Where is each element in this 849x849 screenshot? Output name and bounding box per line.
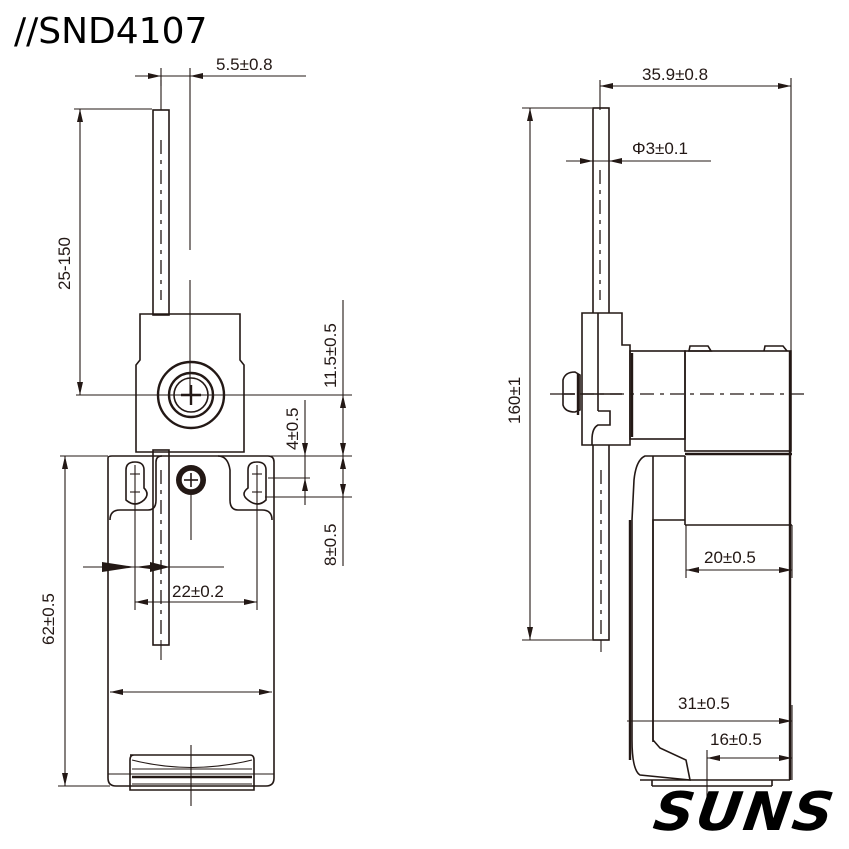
dim-hole-offset: 8±0.5 bbox=[265, 496, 352, 566]
front-view: 5.5±0.8 25-150 11.5±0.5 bbox=[39, 55, 352, 806]
dim-overall-height: 160±1 bbox=[505, 107, 592, 641]
dim-head-depth: 20±0.5 bbox=[685, 525, 793, 578]
dim-head-depth-label: 20±0.5 bbox=[704, 548, 756, 567]
dim-rod-thickness bbox=[83, 562, 224, 572]
dim-hole-offset-label: 8±0.5 bbox=[321, 524, 340, 566]
dim-hole-spacing: 22±0.2 bbox=[135, 582, 257, 605]
dim-hole-offset-top: 4±0.5 bbox=[268, 400, 310, 505]
dim-body-width bbox=[110, 689, 272, 695]
dim-rod-diameter-label: Φ3±0.1 bbox=[632, 139, 688, 158]
dim-base-depth: 16±0.5 bbox=[706, 730, 792, 805]
dim-roller-offset-label: 11.5±0.5 bbox=[321, 323, 340, 388]
dim-overall-depth-label: 35.9±0.8 bbox=[642, 65, 708, 84]
lever-rod bbox=[152, 68, 191, 660]
side-head-body bbox=[629, 345, 792, 454]
dim-rod-width-label: 5.5±0.8 bbox=[216, 55, 273, 74]
dim-hole-offset-top-label: 4±0.5 bbox=[283, 408, 302, 450]
drawing-title: //SND4107 bbox=[14, 11, 208, 52]
dim-rod-length-label: 25-150 bbox=[55, 237, 74, 290]
dim-body-height-label: 62±0.5 bbox=[39, 593, 58, 645]
dim-base-depth-label: 16±0.5 bbox=[710, 730, 762, 749]
switch-body bbox=[107, 455, 275, 806]
side-lever-head bbox=[562, 312, 631, 446]
dim-roller-offset: 11.5±0.5 bbox=[244, 300, 352, 500]
dim-body-depth-label: 31±0.5 bbox=[678, 694, 730, 713]
dim-hole-spacing-label: 22±0.2 bbox=[172, 582, 224, 601]
dim-body-depth: 31±0.5 bbox=[627, 694, 792, 724]
brand-logo: SUNS bbox=[649, 781, 840, 844]
dim-rod-length: 25-150 bbox=[55, 108, 152, 395]
dim-rod-width: 5.5±0.8 bbox=[135, 55, 306, 86]
dim-body-height: 62±0.5 bbox=[39, 455, 110, 787]
dim-rod-diameter: Φ3±0.1 bbox=[566, 139, 711, 164]
side-view: 35.9±0.8 Φ3±0.1 160±1 bbox=[505, 65, 806, 805]
dim-overall-height-label: 160±1 bbox=[505, 377, 524, 424]
side-main-body bbox=[628, 452, 793, 787]
dim-overall-depth: 35.9±0.8 bbox=[599, 65, 792, 351]
